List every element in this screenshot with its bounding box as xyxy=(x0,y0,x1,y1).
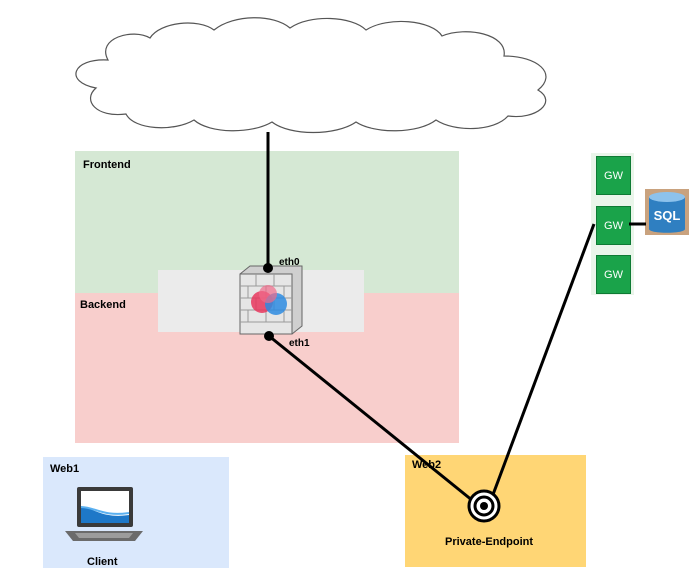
eth1-port xyxy=(264,331,274,341)
gateway-1: GW xyxy=(596,156,631,195)
backend-label: Backend xyxy=(80,299,126,311)
web1-label: Web1 xyxy=(50,463,80,475)
eth0-label: eth0 xyxy=(279,257,300,268)
internet-cloud-icon xyxy=(75,17,547,134)
frontend-label: Frontend xyxy=(83,159,131,171)
sql-label: SQL xyxy=(654,208,681,223)
private-endpoint-label: Private-Endpoint xyxy=(445,536,534,548)
eth0-port xyxy=(263,263,273,273)
private-endpoint-icon xyxy=(467,489,501,523)
web1-subnet: Web1 Client xyxy=(43,457,229,568)
endpoint-to-gateway-link xyxy=(489,223,596,501)
gateway-3: GW xyxy=(596,255,631,294)
eth1-to-endpoint-link xyxy=(268,334,479,507)
laptop-icon xyxy=(65,487,143,541)
eth1-label: eth1 xyxy=(289,338,310,349)
sql-database-icon: SQL xyxy=(645,189,689,235)
client-label: Client xyxy=(87,556,118,568)
firewall-icon xyxy=(239,265,303,335)
